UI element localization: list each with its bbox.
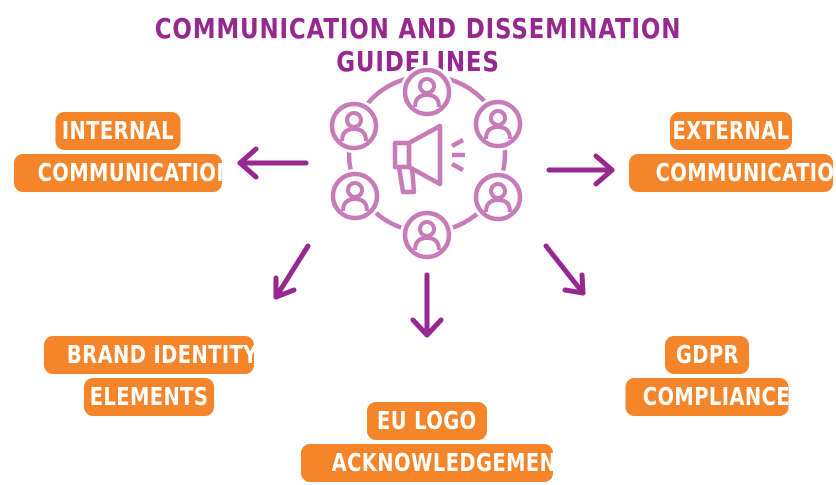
gdpr-line2: COMPLIANCE [642,382,790,411]
eu-logo-box: EU LOGO ACKNOWLEDGEMENT [298,400,570,484]
internal-communication-box: INTERNAL COMMUNICATION [10,110,233,194]
eu-line1: EU LOGO [377,406,477,435]
brand-identity-box: BRAND IDENTITY ELEMENTS [40,334,258,418]
arrow-to-gdpr [543,243,586,296]
person-icon-lower-right [471,170,525,224]
arrow-to-external [546,153,615,187]
external-communication-box: EXTERNAL COMMUNICATION [628,110,836,194]
arrow-to-internal [237,146,309,180]
person-icon-upper-right [471,97,525,151]
internal-line1: INTERNAL [61,116,174,145]
megaphone-icon [392,123,465,195]
person-icon-top [400,65,454,119]
internal-line2: COMMUNICATION [37,158,234,187]
arrow-to-brand [273,243,311,300]
arrow-to-eu-logo [410,272,444,338]
gdpr-compliance-box: GDPR COMPLIANCE [622,334,792,418]
diagram-title: COMMUNICATION AND DISSEMINATION GUIDELIN… [154,12,682,78]
brand-line1: BRAND IDENTITY [66,340,258,369]
external-line2: COMMUNICATION [655,158,836,187]
brand-line2: ELEMENTS [89,382,209,411]
external-line1: EXTERNAL [672,116,790,145]
person-icon-bottom [400,208,454,262]
person-icon-upper-left [327,99,381,153]
eu-line2: ACKNOWLEDGEMENT [331,448,570,477]
gdpr-line1: GDPR [675,340,739,369]
person-icon-lower-left [328,169,382,223]
